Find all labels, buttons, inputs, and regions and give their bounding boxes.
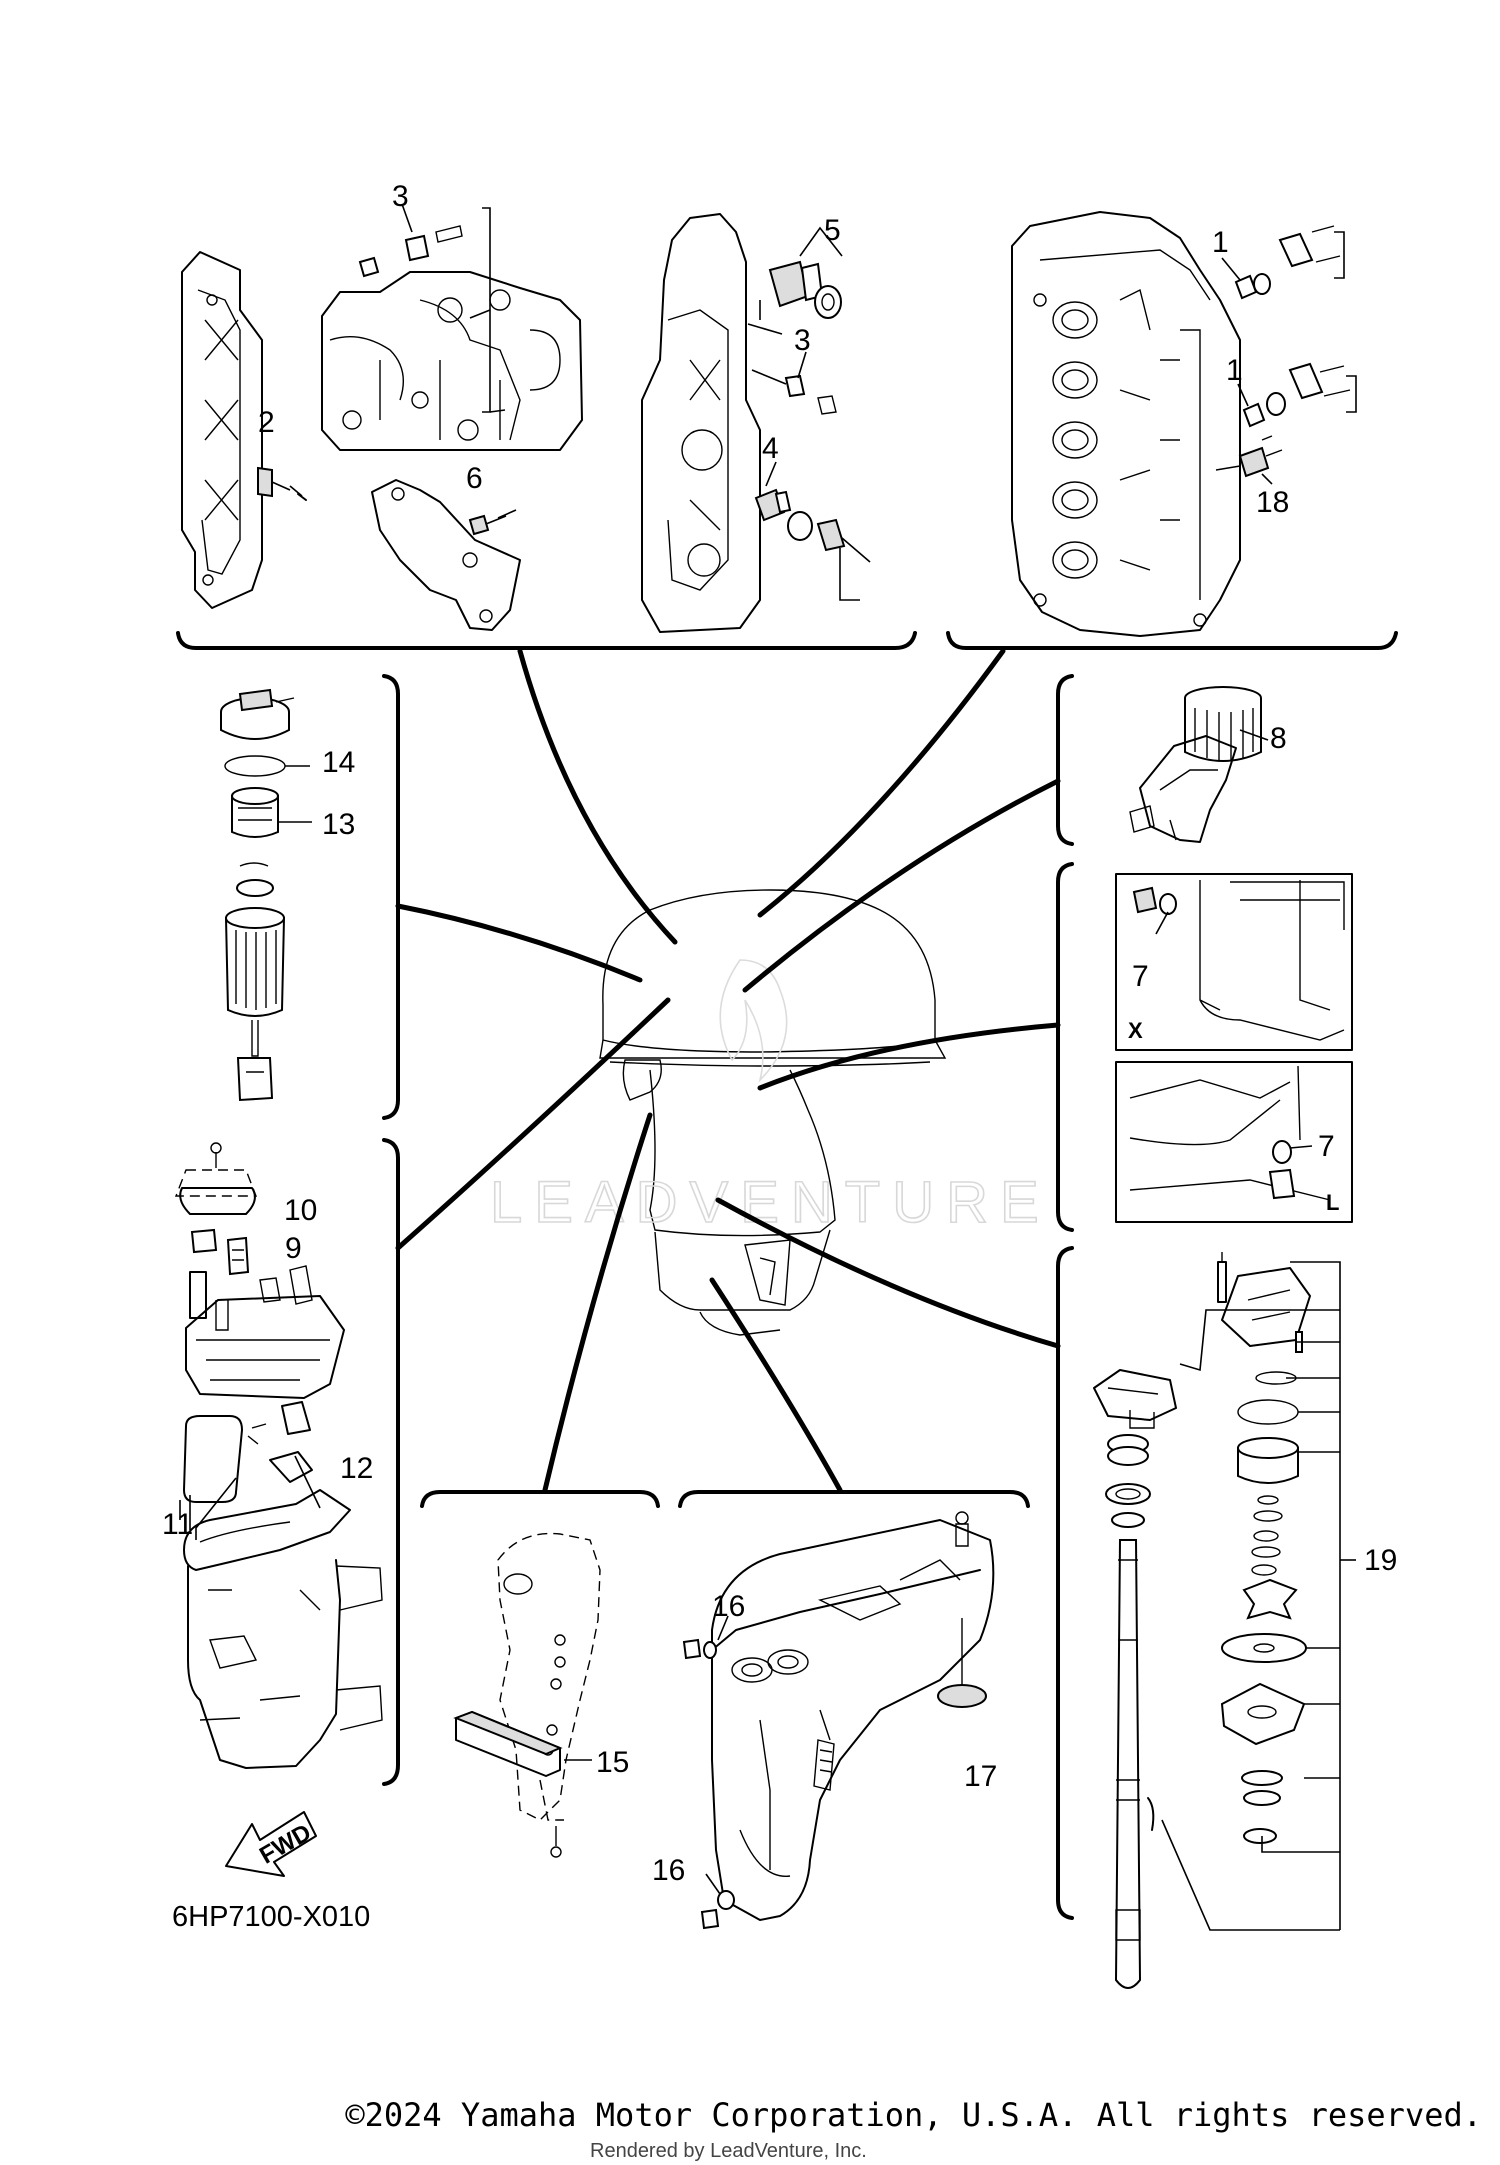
- callout-11: 11: [162, 1508, 193, 1541]
- callout-8: 8: [1270, 722, 1287, 755]
- callout-numbers: 1 1 2 3 3 4 5 6 7 7 8 9 10 11 12 13 14 1…: [162, 180, 1397, 1933]
- callout-9: 9: [285, 1232, 302, 1265]
- callout-7: 7: [1132, 960, 1149, 993]
- callout-17: 17: [964, 1760, 997, 1793]
- callout-16: 16: [652, 1854, 685, 1887]
- part-6-bracket-plate: [371, 479, 521, 631]
- part-2-clip: [257, 466, 307, 501]
- part-18-temp-sensor: [1215, 435, 1283, 485]
- oil-filter-assy: [1129, 686, 1269, 843]
- callout-12: 12: [340, 1452, 373, 1485]
- fwd-arrow: FWD: [225, 1811, 317, 1877]
- part-1-lower-anode: [1237, 362, 1357, 428]
- vapor-separator: [174, 1142, 383, 1769]
- part-4-thermo-switch: [754, 461, 871, 601]
- view-l-frame: [1115, 1061, 1353, 1223]
- view-x-frame: [1115, 873, 1353, 1051]
- callout-10: 10: [284, 1194, 317, 1227]
- callout-1: 1: [1212, 226, 1229, 259]
- callout-2: 2: [258, 406, 275, 439]
- fuel-filter-assy: [220, 688, 312, 1102]
- water-pump-assy: [1093, 1252, 1356, 1989]
- callout-3: 3: [392, 180, 409, 213]
- view-tag-l: L: [1326, 1190, 1339, 1215]
- callout-6: 6: [466, 462, 483, 495]
- anode-bracket: [453, 1532, 601, 1858]
- cylinder-head: [1011, 211, 1241, 637]
- callout-13: 13: [322, 808, 355, 841]
- callout-18: 18: [1256, 486, 1289, 519]
- copyright-notice: ©2024 Yamaha Motor Corporation, U.S.A. A…: [0, 2096, 1500, 2134]
- diagram-code: 6HP7100-X010: [172, 1901, 370, 1933]
- cylinder-block-plate: [641, 213, 761, 633]
- callout-4: 4: [762, 432, 779, 465]
- engine-block-cutaway: [321, 271, 583, 451]
- callout-5: 5: [824, 214, 841, 247]
- part-3-side-plug: [751, 351, 837, 415]
- fwd-label: FWD: [255, 1819, 316, 1870]
- callout-14: 14: [322, 746, 355, 779]
- callout-3: 3: [794, 324, 811, 357]
- part-1-upper-anode: [1221, 225, 1345, 300]
- callout-1: 1: [1226, 354, 1243, 387]
- rendered-by-credit: Rendered by LeadVenture, Inc.: [590, 2140, 867, 2162]
- lower-casing: [682, 1511, 995, 1930]
- group-brackets: [176, 631, 1398, 1920]
- callout-7: 7: [1318, 1130, 1335, 1163]
- copyright-text: ©2024 Yamaha Motor Corporation, U.S.A. A…: [345, 2096, 1482, 2134]
- view-tag-x: X: [1128, 1018, 1143, 1043]
- gasket-plate-left: [181, 251, 263, 609]
- pointer-lines: [395, 648, 1061, 1493]
- callout-15: 15: [596, 1746, 629, 1779]
- part-3-top-plug: [358, 203, 506, 413]
- callout-16: 16: [712, 1590, 745, 1623]
- watermark: LEADVENTURE: [489, 959, 1039, 1236]
- callout-19: 19: [1364, 1544, 1397, 1577]
- outboard-motor-silhouette: [599, 889, 947, 1336]
- part-5-thermostat: [747, 226, 843, 335]
